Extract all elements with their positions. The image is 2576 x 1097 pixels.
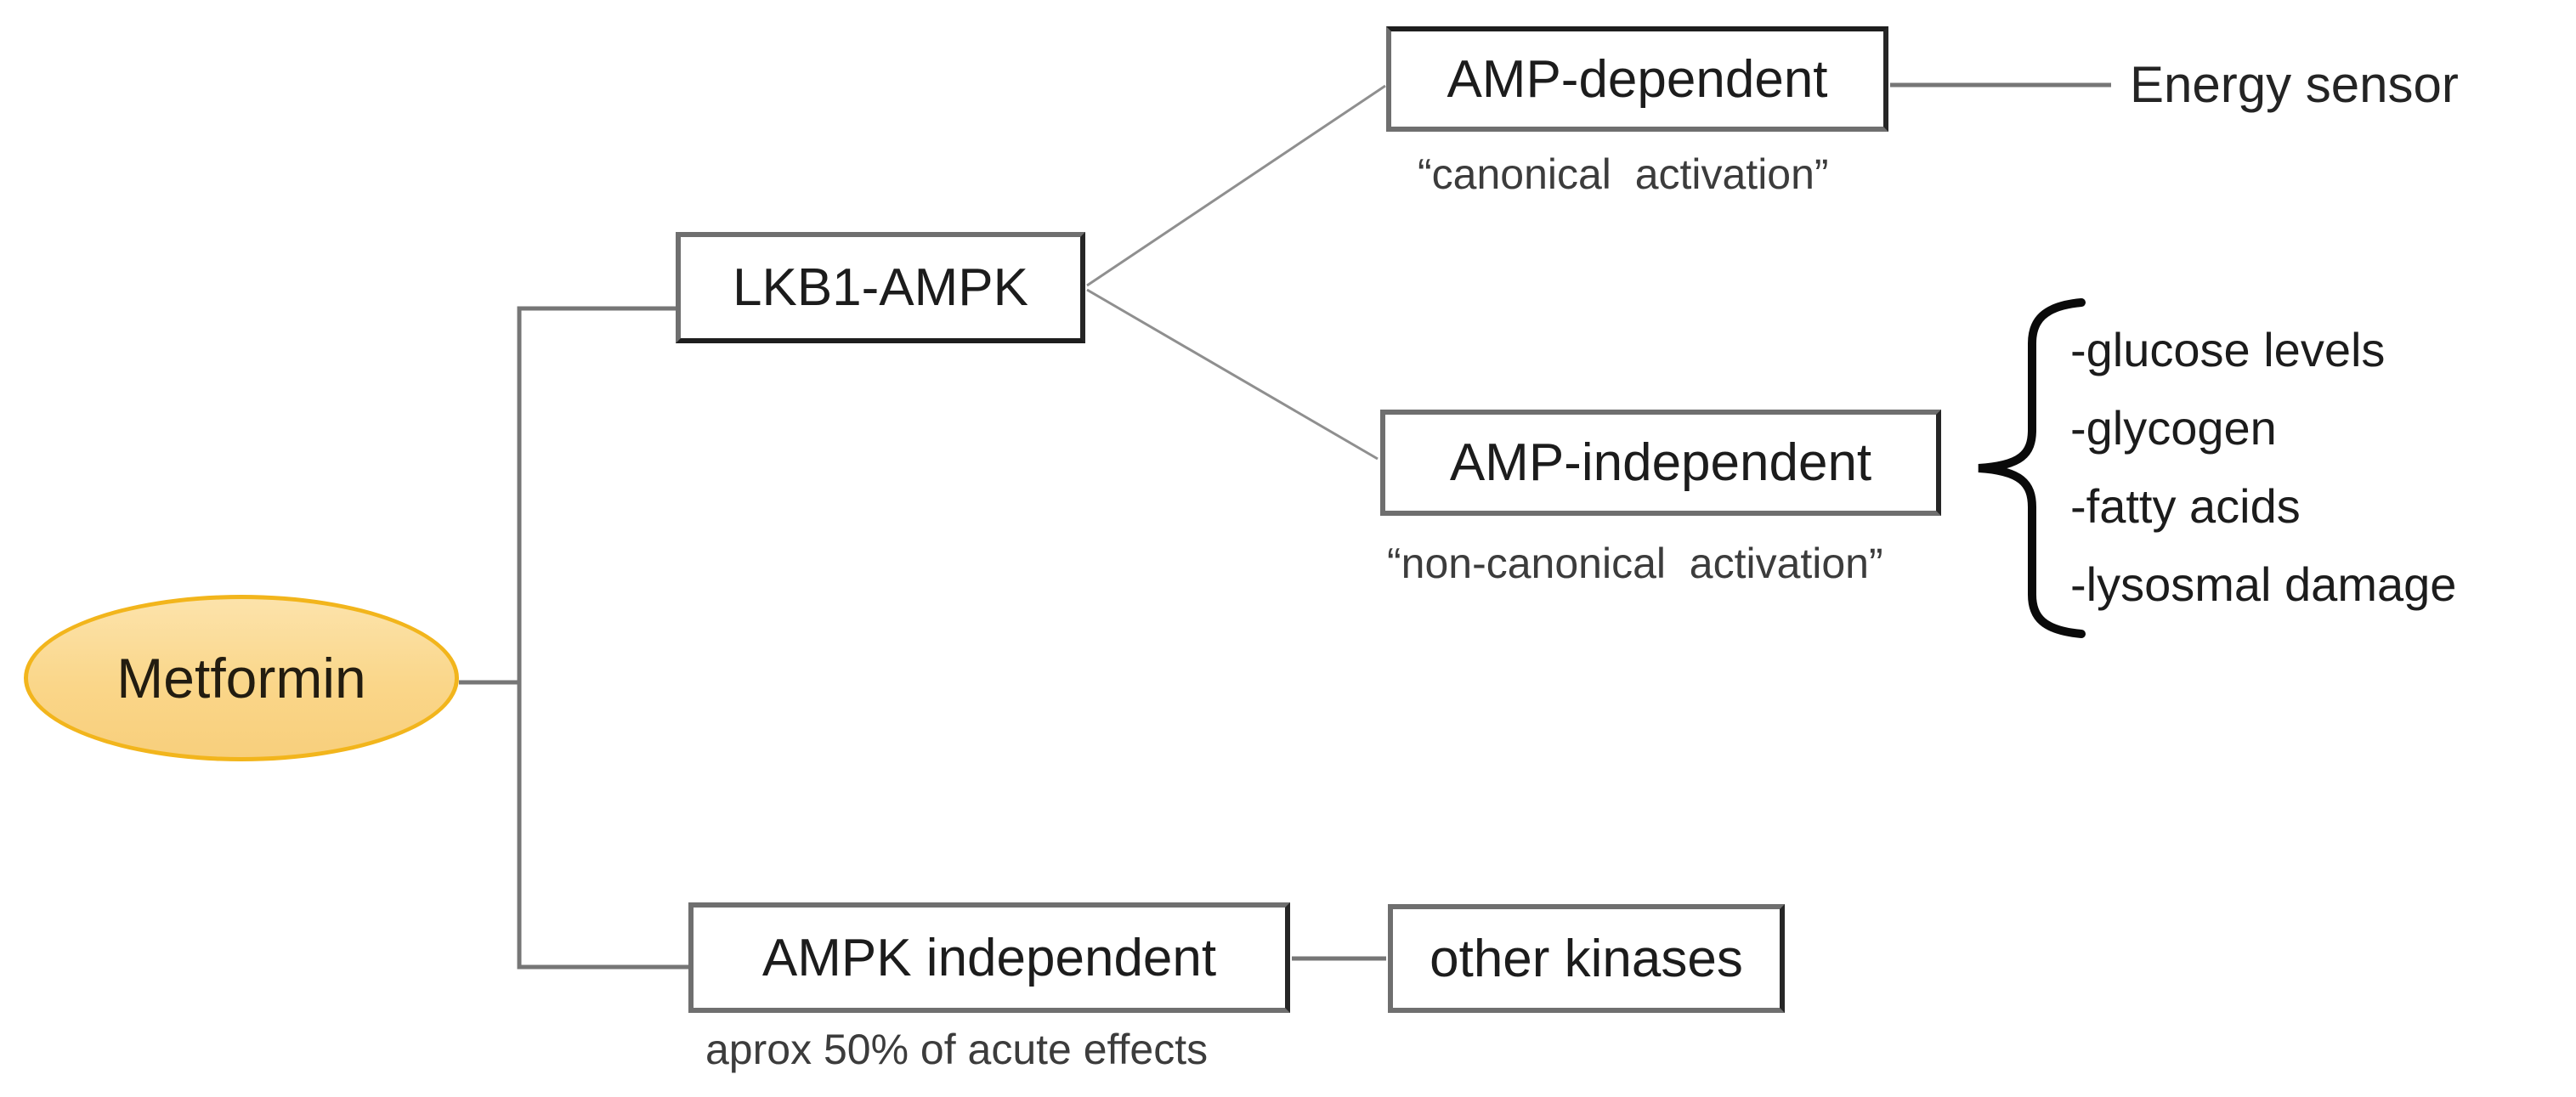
- factor-list: -glucose levels -glycogen -fatty acids -…: [2070, 311, 2456, 624]
- caption-non-canonical-activation: “non-canonical activation”: [1387, 540, 1883, 587]
- connector-lkb1-ampdependent: [1086, 84, 1386, 287]
- list-item: -glycogen: [2070, 401, 2277, 455]
- caption-canonical-activation: “canonical activation”: [1418, 150, 1829, 198]
- node-ampk-independent: AMPK independent: [688, 902, 1290, 1013]
- node-other-kinases: other kinases: [1388, 904, 1785, 1013]
- curly-brace-icon: [1978, 298, 2086, 638]
- list-item: -lysosmal damage: [2070, 557, 2457, 611]
- ampk-independent-label: AMPK independent: [761, 928, 1217, 987]
- label-energy-sensor: Energy sensor: [2130, 56, 2459, 113]
- list-item: -glucose levels: [2070, 323, 2386, 376]
- other-kinases-label: other kinases: [1430, 929, 1743, 988]
- node-amp-dependent: AMP-dependent: [1386, 26, 1888, 132]
- amp-dependent-label: AMP-dependent: [1447, 49, 1828, 109]
- connector-lkb1-ampindependent: [1086, 288, 1379, 461]
- lkb1-ampk-label: LKB1-AMPK: [732, 258, 1029, 317]
- metformin-node: Metformin: [24, 595, 459, 761]
- node-amp-independent: AMP-independent: [1380, 410, 1941, 516]
- caption-aprox-50-acute-effects: aprox 50% of acute effects: [705, 1026, 1209, 1073]
- connector-trunk: [517, 306, 688, 970]
- node-lkb1-ampk: LKB1-AMPK: [676, 232, 1085, 343]
- list-item: -fatty acids: [2070, 479, 2301, 533]
- amp-independent-label: AMP-independent: [1449, 433, 1872, 492]
- metformin-label: Metformin: [116, 647, 366, 710]
